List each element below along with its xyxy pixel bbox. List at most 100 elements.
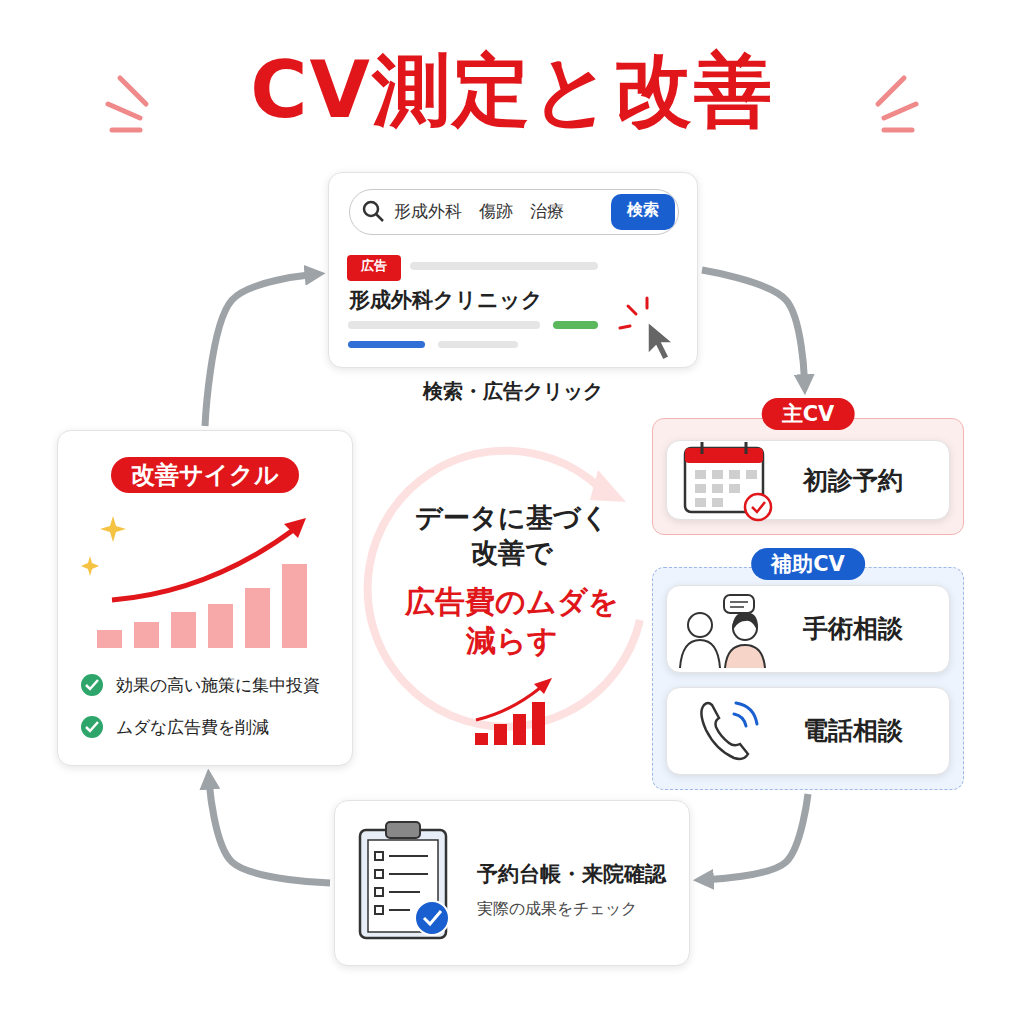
people-icon xyxy=(733,616,757,640)
box-label: 形成外科 傷跡 治療 xyxy=(394,201,564,222)
calendar-icon xyxy=(695,470,706,479)
check-box: 予約台帳・来院確認実際の成果をチェック xyxy=(334,800,690,966)
phone-icon xyxy=(701,703,757,759)
box-label: 手術相談 xyxy=(803,613,903,644)
click-cursor xyxy=(646,298,649,308)
clipboard-icon xyxy=(386,822,420,838)
title-burst xyxy=(884,104,916,118)
calendar-icon xyxy=(695,470,757,507)
box-label: 初診予約 xyxy=(803,465,903,496)
click-cursor xyxy=(620,326,630,328)
placeholder-lines xyxy=(348,262,598,348)
improvement-box: 改善サイクル効果の高い施策に集中投資ムダな広告費を削減 xyxy=(57,430,353,766)
calendar-icon xyxy=(745,442,748,454)
mini-chart xyxy=(494,724,507,745)
cycle-ring xyxy=(590,470,626,502)
mini-chart xyxy=(513,714,526,745)
calendar-icon xyxy=(712,498,723,507)
clipboard-icon xyxy=(360,830,446,938)
mini-chart xyxy=(475,678,552,745)
check-mark xyxy=(81,716,103,738)
clipboard-icon xyxy=(375,906,383,914)
mini-chart xyxy=(476,688,540,720)
search-bar: 形成外科 傷跡 治療 検索 xyxy=(349,189,679,235)
growth-chart xyxy=(97,630,122,648)
search-result-card: 形成外科クリニック検索・広告クリック形成外科 傷跡 治療検索広告 xyxy=(328,172,698,368)
click-cursor xyxy=(648,322,673,360)
people-icon xyxy=(730,601,748,603)
box-label: ムダな広告費を削減 xyxy=(116,717,269,738)
badge-label: 補助CV xyxy=(751,548,865,580)
title: CV測定と改善 xyxy=(0,42,1024,140)
growth-chart xyxy=(245,588,270,648)
ad-tag: 広告 xyxy=(347,255,401,281)
badge-label: 主CV xyxy=(762,398,855,430)
growth-chart xyxy=(81,516,307,648)
click-cursor xyxy=(620,298,647,328)
box-label: 予約台帳・来院確認 xyxy=(477,861,666,887)
cycle-arrow xyxy=(210,785,330,883)
search-button: 検索 xyxy=(611,194,675,230)
sub-cv-panel: 補助CV 手術相談電話相談 xyxy=(652,548,964,790)
calendar-icon xyxy=(685,448,763,463)
clipboard-icon xyxy=(360,822,449,938)
calendar-icon xyxy=(695,484,706,493)
calendar-icon xyxy=(695,498,706,507)
clipboard-icon xyxy=(375,870,383,878)
check-mark xyxy=(81,674,103,738)
phone-icon xyxy=(701,703,748,759)
click-cursor xyxy=(620,298,673,360)
check-mark xyxy=(81,674,103,696)
clipboard-icon xyxy=(389,855,428,857)
box-label: 電話相談 xyxy=(803,715,903,746)
growth-chart xyxy=(284,518,306,538)
mini-chart xyxy=(534,678,552,694)
growth-chart xyxy=(97,564,307,648)
calendar-icon xyxy=(729,484,740,493)
calendar-icon xyxy=(712,470,723,479)
clipboard-icon xyxy=(375,888,383,896)
placeholder-lines xyxy=(553,321,598,329)
people-icon xyxy=(725,645,765,668)
people-icon xyxy=(733,614,757,628)
placeholder-lines xyxy=(348,321,540,329)
growth-chart xyxy=(81,556,99,576)
calendar-icon xyxy=(729,470,740,479)
calendar-icon xyxy=(685,448,763,512)
box-label: 検索 xyxy=(611,200,675,220)
mini-chart xyxy=(475,733,488,745)
cv-box: 電話相談 xyxy=(666,687,950,775)
center-message: 広告費のムダを 減らす xyxy=(392,582,632,660)
clipboard-icon xyxy=(375,852,428,914)
clipboard-icon xyxy=(368,840,438,932)
check-mark xyxy=(86,722,98,731)
placeholder-lines xyxy=(348,341,425,348)
calendar-icon xyxy=(685,442,771,520)
phone-icon xyxy=(736,703,757,724)
clipboard-icon xyxy=(389,891,420,893)
placeholder-lines xyxy=(438,341,518,348)
clipboard-icon xyxy=(424,911,441,924)
growth-chart xyxy=(171,612,196,648)
people-icon xyxy=(688,613,712,637)
growth-chart xyxy=(112,528,296,600)
calendar-icon xyxy=(701,442,704,454)
main-cv-panel: 主CV 初診予約 xyxy=(652,398,964,535)
search-icon xyxy=(364,202,383,221)
cycle-arrow xyxy=(710,794,808,879)
clipboard-icon xyxy=(389,909,410,911)
title-burst xyxy=(108,104,140,118)
phone-icon xyxy=(734,714,746,726)
search-icon xyxy=(364,202,378,216)
calendar-icon xyxy=(752,502,765,512)
center-message: データに基づく 改善で xyxy=(397,500,627,570)
cycle-arrow xyxy=(702,270,804,378)
growth-chart xyxy=(208,604,233,648)
title-burst xyxy=(884,128,912,133)
growth-chart xyxy=(282,564,307,648)
calendar-icon xyxy=(712,484,723,493)
box-label: 効果の高い施策に集中投資 xyxy=(116,675,320,696)
growth-chart xyxy=(100,516,126,542)
search-icon xyxy=(376,214,383,221)
clipboard-icon xyxy=(389,873,428,875)
